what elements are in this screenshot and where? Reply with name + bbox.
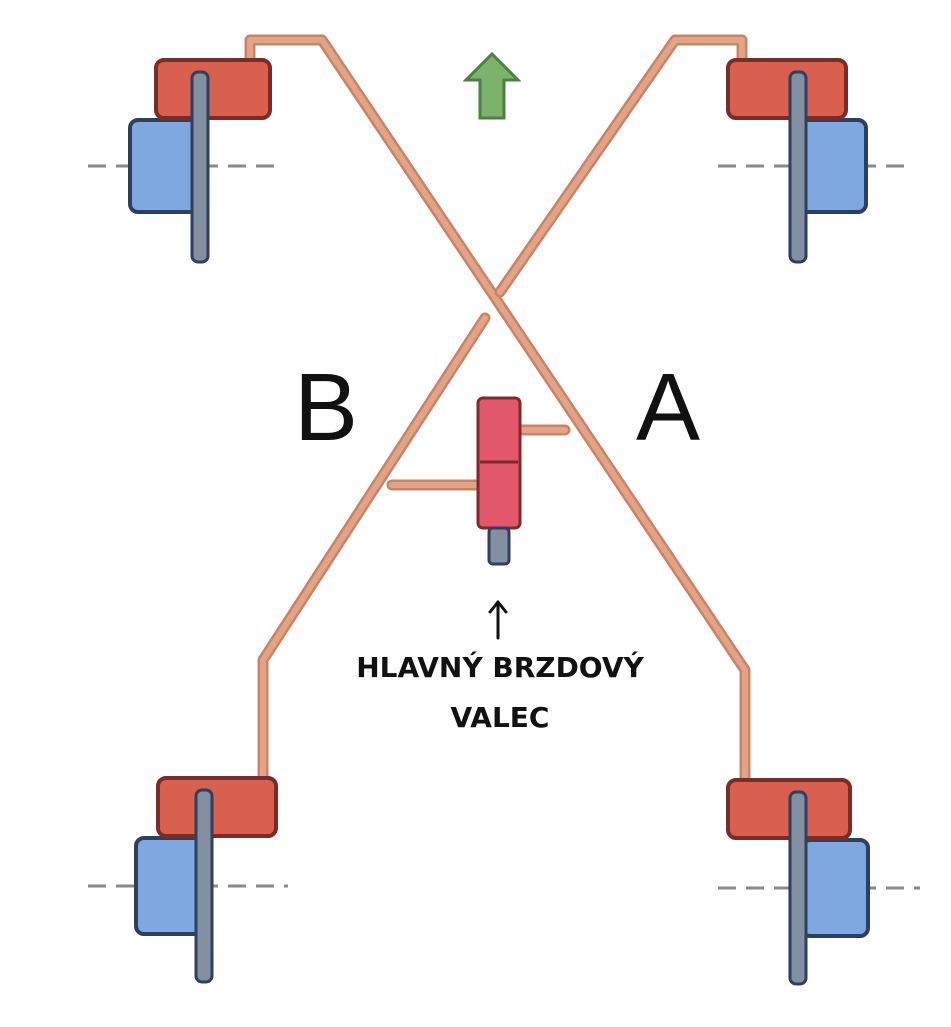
wheel-brake-rear-right bbox=[726, 778, 870, 986]
master-cylinder bbox=[476, 396, 522, 566]
wheel-front-right bbox=[798, 118, 868, 214]
wheel-brake-rear-left bbox=[134, 776, 278, 984]
caption-line-2: VALEC bbox=[450, 701, 550, 734]
master-cylinder-caption: HLAVNÝ BRZDOVÝ VALEC bbox=[300, 643, 700, 743]
brake-line-circuit-b bbox=[257, 34, 748, 796]
circuit-label-b: B bbox=[294, 354, 359, 461]
pointer-arrow-icon bbox=[488, 600, 508, 640]
master-cylinder-pushrod bbox=[487, 526, 511, 566]
axle-shaft-rear-left bbox=[194, 788, 214, 984]
caliper-front-right bbox=[726, 58, 848, 120]
arrow-up-icon bbox=[462, 51, 522, 120]
axle-shaft-rear-right bbox=[788, 790, 808, 986]
wheel-rear-right bbox=[800, 838, 870, 938]
wheel-rear-left bbox=[134, 836, 206, 936]
wheel-front-left bbox=[128, 118, 200, 214]
caliper-rear-left bbox=[156, 776, 278, 838]
caliper-front-left bbox=[154, 58, 272, 120]
caption-line-1: HLAVNÝ BRZDOVÝ bbox=[356, 651, 644, 684]
axle-shaft-front-left bbox=[190, 70, 210, 264]
axle-shaft-front-right bbox=[788, 70, 808, 264]
wheel-brake-front-right bbox=[726, 58, 868, 264]
wheel-brake-front-left bbox=[128, 58, 272, 264]
circuit-label-a: A bbox=[636, 354, 701, 461]
brake-line-circuit-a bbox=[244, 34, 751, 796]
